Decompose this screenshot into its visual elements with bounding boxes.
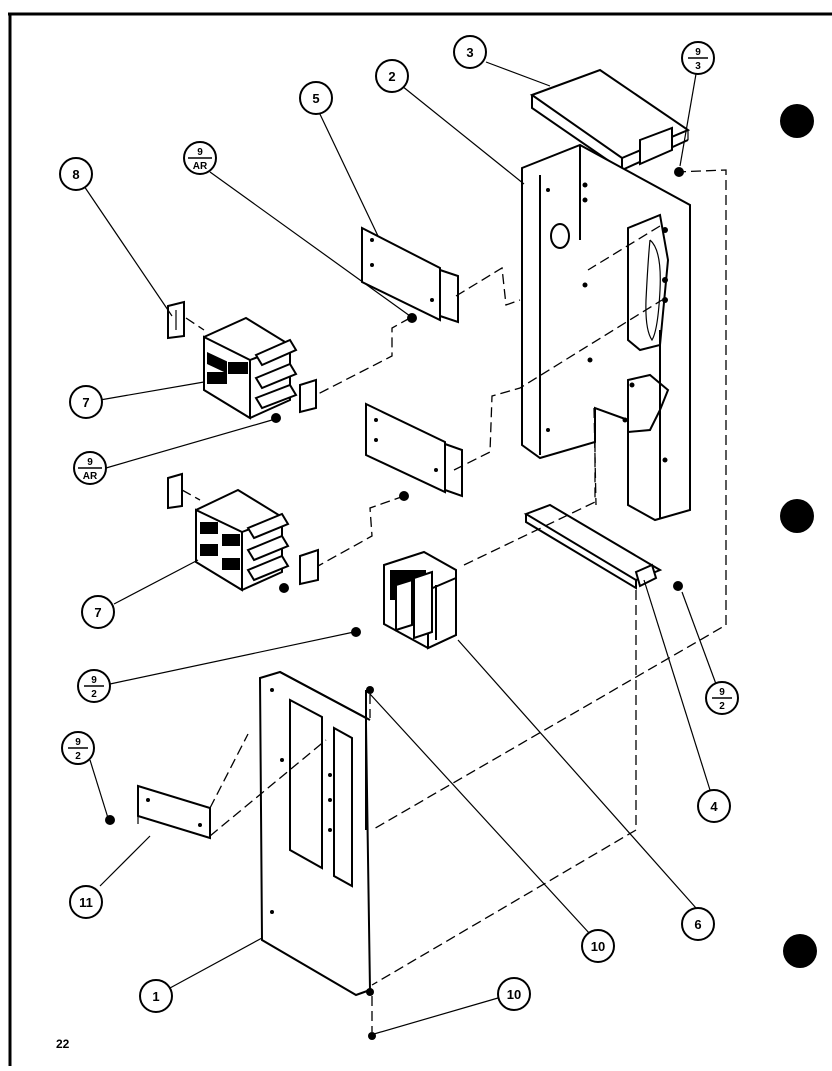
circuit-breaker-lower bbox=[195, 488, 319, 592]
terminal-block-part bbox=[383, 550, 457, 650]
top-cover-part bbox=[529, 68, 691, 172]
svg-text:2: 2 bbox=[75, 751, 81, 762]
fraction-callout-9-2-cover: 9 2 bbox=[61, 731, 95, 765]
leader-lines bbox=[83, 61, 717, 1035]
svg-text:8: 8 bbox=[72, 167, 79, 182]
binder-hole-top bbox=[780, 104, 814, 138]
binder-hole-middle bbox=[780, 499, 814, 533]
front-panel-part bbox=[258, 670, 372, 997]
callout-8: 8 bbox=[59, 157, 93, 191]
fraction-callout-9-ar-lower: 9 AR bbox=[73, 451, 107, 485]
svg-text:5: 5 bbox=[312, 91, 319, 106]
svg-text:3: 3 bbox=[695, 61, 701, 72]
callout-4: 4 bbox=[697, 789, 731, 823]
svg-text:AR: AR bbox=[193, 161, 208, 172]
fraction-callout-9-3: 9 3 bbox=[681, 41, 715, 75]
back-panel-part bbox=[521, 143, 691, 522]
svg-text:2: 2 bbox=[719, 701, 725, 712]
svg-text:7: 7 bbox=[94, 605, 101, 620]
svg-text:10: 10 bbox=[507, 987, 521, 1002]
svg-text:1: 1 bbox=[152, 989, 159, 1004]
svg-text:AR: AR bbox=[83, 471, 98, 482]
svg-text:9: 9 bbox=[87, 457, 93, 468]
svg-text:2: 2 bbox=[91, 689, 97, 700]
support-plate-upper bbox=[361, 226, 459, 324]
callout-5: 5 bbox=[299, 81, 333, 115]
callout-6: 6 bbox=[681, 907, 715, 941]
svg-text:9: 9 bbox=[75, 737, 81, 748]
callout-7-lower: 7 bbox=[81, 595, 115, 629]
callout-7-upper: 7 bbox=[69, 385, 103, 419]
lower-bracket-part bbox=[523, 503, 663, 590]
cover-plate-part bbox=[137, 784, 211, 840]
svg-text:11: 11 bbox=[79, 895, 93, 910]
svg-text:3: 3 bbox=[466, 45, 473, 60]
svg-text:7: 7 bbox=[82, 395, 89, 410]
callout-11: 11 bbox=[69, 885, 103, 919]
callout-2: 2 bbox=[375, 59, 409, 93]
support-plate-lower bbox=[365, 402, 463, 498]
svg-text:2: 2 bbox=[388, 69, 395, 84]
page-number: 22 bbox=[56, 1037, 70, 1051]
fraction-callout-9-ar-upper: 9 AR bbox=[183, 141, 217, 175]
svg-text:9: 9 bbox=[197, 147, 203, 158]
svg-text:9: 9 bbox=[695, 47, 701, 58]
fraction-callout-9-2-left: 9 2 bbox=[77, 669, 111, 703]
fraction-callout-9-2-right: 9 2 bbox=[705, 681, 739, 715]
callout-3: 3 bbox=[453, 35, 487, 69]
circuit-breaker-upper bbox=[203, 316, 317, 420]
page-border bbox=[8, 12, 832, 1066]
clip-part-lower bbox=[167, 472, 183, 510]
svg-text:10: 10 bbox=[591, 939, 605, 954]
svg-text:4: 4 bbox=[710, 799, 718, 814]
binder-hole-bottom bbox=[783, 934, 817, 968]
svg-text:6: 6 bbox=[694, 917, 701, 932]
clip-part bbox=[167, 300, 185, 340]
callout-10-lower: 10 bbox=[497, 977, 531, 1011]
callout-1: 1 bbox=[139, 979, 173, 1013]
callout-10-upper: 10 bbox=[581, 929, 615, 963]
svg-text:9: 9 bbox=[91, 675, 97, 686]
assembly-dash-lines bbox=[181, 169, 727, 1032]
svg-text:9: 9 bbox=[719, 687, 725, 698]
